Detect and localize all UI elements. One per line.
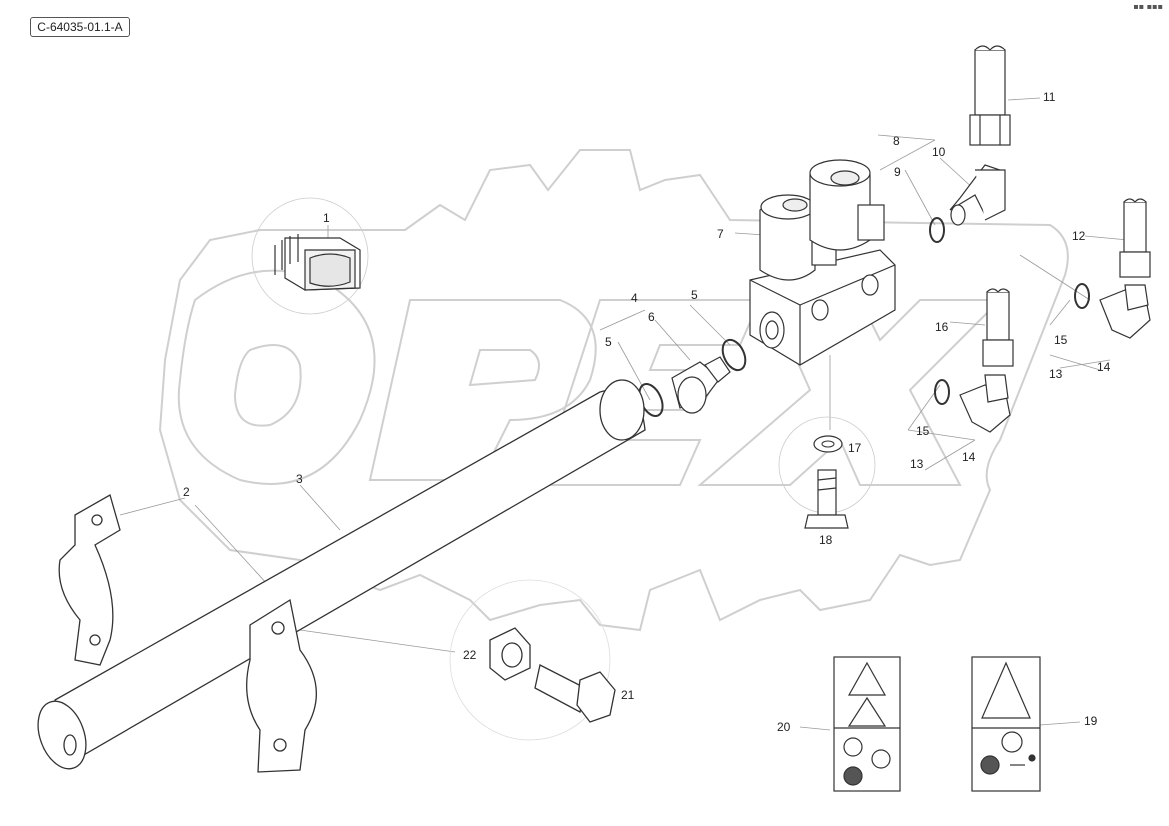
callout-17: 17	[848, 441, 862, 455]
callout-11: 11	[1043, 90, 1056, 104]
callout-15-upper: 15	[1054, 333, 1068, 347]
callout-21: 21	[621, 688, 635, 702]
o-ring-part-9	[929, 217, 945, 243]
elbow-fitting-part-14-lower	[959, 374, 1011, 433]
callout-14-upper: 14	[1097, 360, 1111, 374]
fire-warning-icon	[847, 696, 887, 727]
bolt-part-21	[534, 664, 616, 723]
nut-part-22	[489, 627, 531, 681]
pressure-gauge-icon	[843, 737, 863, 757]
bolt-part-18	[804, 469, 849, 529]
crush-warning-icon	[981, 661, 1031, 719]
warning-decal-part-19	[971, 656, 1041, 792]
callout-13-upper: 13	[1049, 367, 1063, 381]
callout-19: 19	[1084, 714, 1098, 728]
callout-15-lower: 15	[916, 424, 930, 438]
clamp-part-2-left	[58, 494, 121, 666]
callout-14-lower: 14	[962, 450, 976, 464]
callout-22: 22	[463, 648, 477, 662]
elbow-fitting-part-10	[949, 164, 1006, 226]
reference-code-label: C-64035-01.1-A	[30, 17, 130, 37]
no-touch-icon	[1001, 731, 1023, 753]
warning-decal-part-20	[833, 656, 901, 792]
callout-20: 20	[777, 720, 791, 734]
callout-10: 10	[932, 145, 946, 159]
clamp-part-2-right	[246, 598, 317, 773]
callout-18: 18	[819, 533, 833, 547]
tube-end-part-16	[982, 288, 1014, 367]
callout-6: 6	[648, 310, 655, 324]
watermark-letter-x	[697, 299, 1003, 486]
callout-1: 1	[323, 211, 330, 225]
hand-crush-icon	[843, 766, 863, 786]
keep-distance-icon	[980, 755, 1000, 775]
callout-12: 12	[1072, 229, 1086, 243]
o-ring-part-5-right	[721, 338, 747, 372]
corner-mark: ▪▪ ▪▪▪	[1133, 2, 1163, 11]
callout-2: 2	[183, 485, 190, 499]
callout-3: 3	[296, 472, 303, 486]
callout-16: 16	[935, 320, 949, 334]
callouts: 1 2 3 4 5 5 6 7 8 9 10 11 12 13 13 14 14…	[183, 90, 1111, 734]
watermark-letter-p	[368, 299, 597, 481]
cylinder-part-3	[37, 379, 646, 770]
callout-5-lower: 5	[605, 335, 612, 349]
no-welding-icon	[871, 749, 891, 769]
fitting-part-6	[671, 356, 731, 414]
o-ring-part-15-upper	[1074, 283, 1090, 309]
elbow-fitting-part-14-upper	[1099, 284, 1151, 339]
tube-end-part-11	[969, 45, 1011, 146]
rocker-switch-part-1	[274, 234, 361, 291]
tube-end-part-12	[1119, 198, 1151, 278]
callout-7: 7	[717, 227, 724, 241]
callout-4: 4	[631, 291, 638, 305]
watermark-gear	[158, 149, 1069, 632]
callout-13-lower: 13	[910, 457, 924, 471]
explosion-warning-icon	[847, 661, 887, 696]
valve-block-part-7	[749, 159, 896, 366]
callout-9: 9	[894, 165, 901, 179]
callout-8: 8	[893, 134, 900, 148]
callout-5-upper: 5	[691, 288, 698, 302]
o-ring-part-15-lower	[934, 379, 950, 405]
